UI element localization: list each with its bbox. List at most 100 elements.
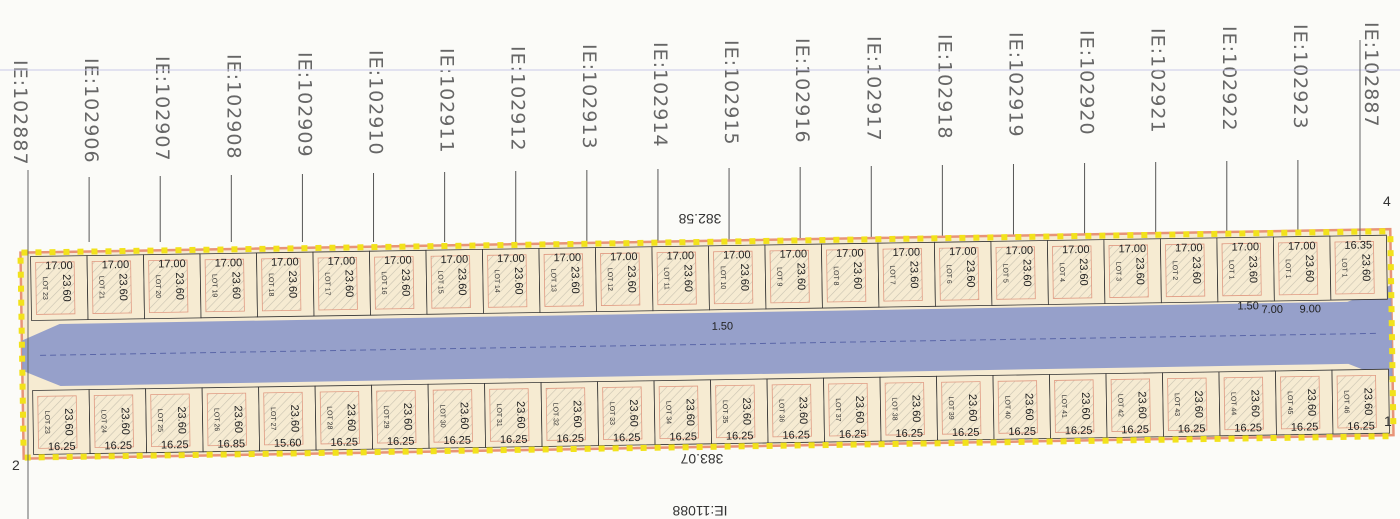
lot-name-label: LOT 6 [945,264,952,284]
boundary-dot [1388,306,1395,313]
lot-hatch [489,388,530,442]
boundary-dot [220,451,227,458]
lot-name-label: LOT 38 [890,397,897,420]
lot-name-label: LOT 44 [1229,392,1236,415]
boundary-dot [1337,228,1344,235]
lot-depth-label: 23.60 [1077,258,1089,286]
lot-depth-label: 23.60 [681,264,693,292]
boundary-dot [777,237,784,244]
lot-width-label: 16.25 [48,441,76,453]
boundary-dot [1284,434,1291,441]
boundary-dot [819,237,826,244]
boundary-dot [626,445,633,452]
boundary-dot [1309,229,1316,236]
boundary-dot [598,445,605,452]
boundary-dot [455,242,462,249]
boundary-dot [245,246,252,253]
lot-hatch [1221,242,1262,297]
lot-hatch [995,246,1036,300]
lot-depth-label: 23.60 [627,399,639,427]
lot-depth-label: 23.60 [230,271,242,299]
ie-label: IE:102908 [222,54,244,160]
boundary-dot [640,444,647,451]
boundary-dot [1270,434,1277,442]
lot-hatch [941,381,982,435]
boundary-dot [18,341,25,348]
boundary-dot [1387,236,1394,243]
boundary-dot [427,243,434,250]
boundary-dot [17,271,24,278]
boundary-dot [1158,436,1165,443]
lot-depth-label: 23.60 [343,270,355,298]
lot-depth-label: 23.60 [625,265,637,293]
boundary-dot [1379,228,1386,235]
boundary-dot [1141,231,1148,239]
lot-width-label: 16.25 [726,430,754,442]
lot-name-label: LOT 28 [325,406,332,429]
boundary-dot [1295,229,1302,236]
boundary-dot [1340,433,1347,440]
lot-name-label: LOT 12 [606,268,613,291]
boundary-dot [1032,438,1039,445]
boundary-dot [1323,229,1330,236]
boundary-dot [1298,434,1305,441]
lot-hatch [263,391,304,446]
boundary-dot [1172,436,1179,443]
lot-width-label: 16.25 [330,436,358,448]
top-length-label: 382.58 [678,211,721,227]
boundary-dot [1088,437,1095,444]
boundary-dot [612,445,619,452]
lot-name-label: LOT 39 [947,396,954,419]
boundary-dot [472,447,479,454]
lot-width-label: 17.00 [666,250,694,262]
lot-hatch [1334,241,1375,295]
boundary-dot [766,442,773,449]
boundary-dot [161,247,168,254]
lot-width-label: 17.00 [949,246,977,258]
lot-width-label: 17.00 [158,258,186,270]
boundary-dot [1388,292,1395,299]
lot-hatch [826,248,867,303]
boundary-dot [35,249,42,256]
lot-hatch [600,252,641,306]
lot-name-label: LOT 46 [1342,390,1349,413]
boundary-dot [374,449,381,456]
boundary-dot [959,234,966,241]
lot-hatch [1336,374,1377,429]
boundary-dot [973,234,980,241]
boundary-dot [91,248,98,255]
lot-width-label: 17.00 [779,248,807,260]
lot-width-label: 15.60 [274,437,302,449]
boundary-dot [497,242,504,249]
lot-hatch [543,253,584,307]
boundary-dot [1388,320,1395,327]
lot-name-label: LOT 8 [832,266,839,286]
lot-name-label: LOT 7 [888,265,895,285]
lot-hatch [997,380,1038,434]
lot-width-label: 16.25 [556,433,584,445]
boundary-dot [1001,234,1008,241]
boundary-dot [17,257,24,264]
lot-depth-label: 23.60 [1079,392,1091,420]
boundary-dot [346,449,353,456]
boundary-dot [1214,435,1221,442]
boundary-dot [833,236,840,243]
lot-depth-label: 23.60 [117,273,129,301]
lot-name-label: LOT 23 [41,277,48,300]
boundary-dot [528,446,535,453]
boundary-dot [19,411,27,418]
boundary-dot [332,449,339,456]
lot-hatch [376,390,417,444]
lot-name-label: LOT 4 [1058,263,1065,283]
lot-width-label: 16.25 [782,429,810,441]
lot-depth-label: 23.60 [1023,393,1035,421]
lot-depth-label: 23.60 [568,266,580,294]
lot-name-label: LOT 27 [269,407,276,430]
ie-label: IE:102917 [862,36,884,142]
boundary-dot [1388,278,1395,285]
lot-width-label: 16.25 [952,427,980,439]
boundary-dot [1057,233,1064,240]
lot-name-label: LOT 13 [549,269,556,292]
boundary-dot [668,444,675,451]
boundary-dot [822,441,829,449]
